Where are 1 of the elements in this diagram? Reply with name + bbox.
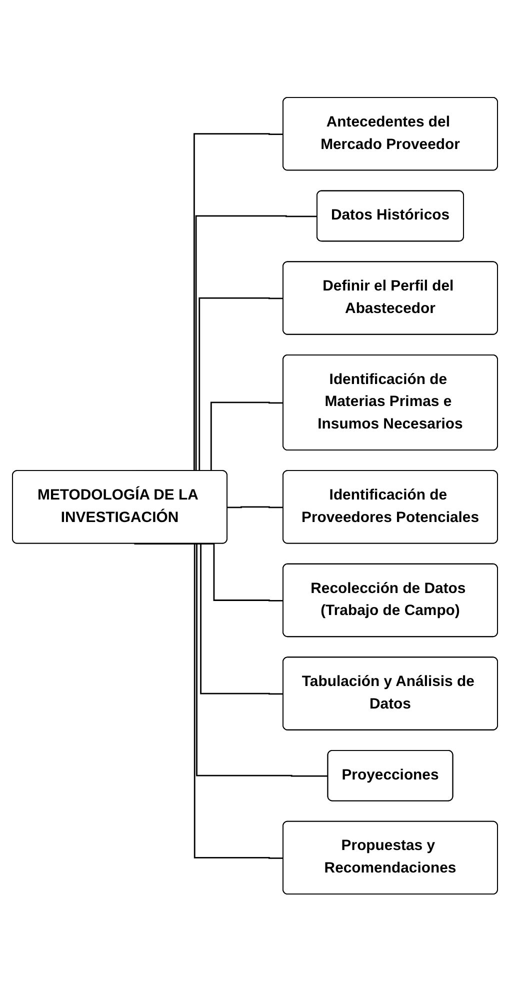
connector bbox=[227, 506, 284, 508]
